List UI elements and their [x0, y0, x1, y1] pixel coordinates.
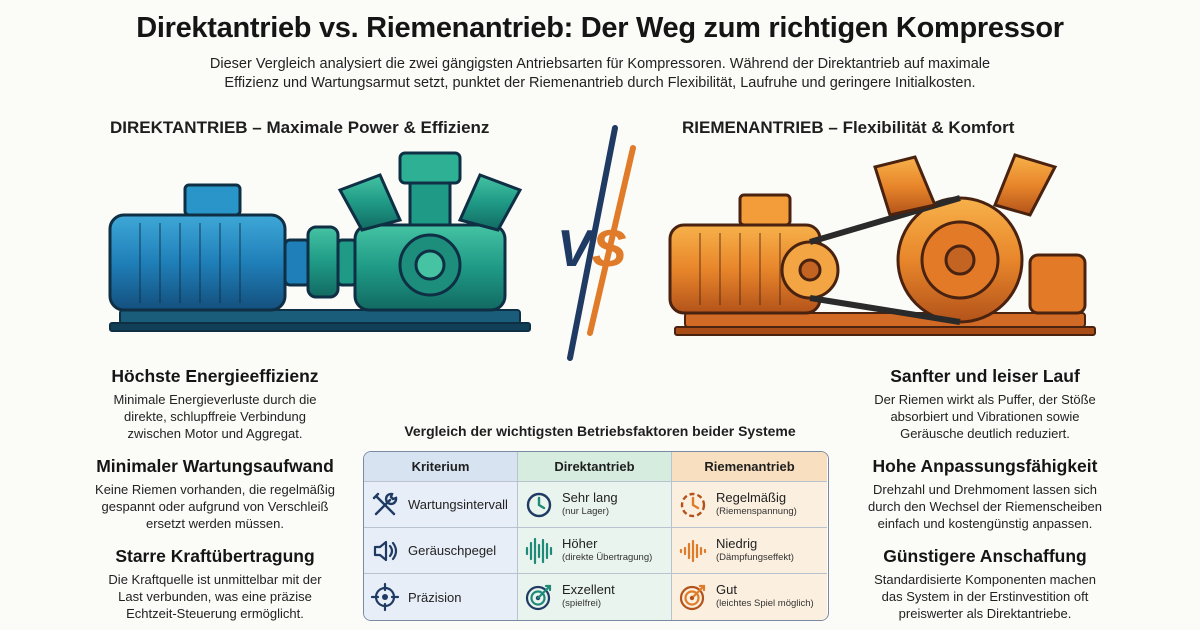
feature-line: direkte, schlupffreie Verbindung	[124, 409, 306, 424]
feature-maintenance: Minimaler Wartungsaufwand Keine Riemen v…	[70, 456, 360, 532]
intro-text: Dieser Vergleich analysiert die zwei gän…	[170, 55, 1030, 93]
value-main: Höher	[562, 535, 598, 551]
value-sub: (spielfrei)	[562, 598, 602, 609]
feature-title: Höchste Energieeffizienz	[111, 366, 319, 386]
versus-divider: VS	[557, 125, 636, 361]
feature-rigid-transmission: Starre Kraftübertragung Die Kraftquelle …	[70, 546, 360, 622]
feature-desc: Die Kraftquelle ist unmittelbar mit der …	[70, 571, 360, 622]
header-belt: Riemenantrieb	[672, 452, 827, 482]
speaker-icon	[373, 540, 398, 561]
header-criterion: Kriterium	[364, 452, 518, 482]
feature-line: zwischen Motor und Aggregat.	[127, 426, 303, 441]
value-sub: (direkte Übertragung)	[562, 551, 653, 563]
criterion-label: Wartungsintervall	[408, 497, 508, 512]
feature-lower-cost: Günstigere Anschaffung Standardisierte K…	[840, 546, 1130, 622]
soundwave-icon	[679, 539, 707, 562]
feature-desc: Minimale Energieverluste durch die direk…	[70, 391, 360, 442]
target-icon	[525, 584, 552, 611]
feature-adaptability: Hohe Anpassungsfähigkeit Drehzahl und Dr…	[840, 456, 1130, 532]
feature-energy-efficiency: Höchste Energieeffizienz Minimale Energi…	[70, 366, 360, 442]
feature-desc: Der Riemen wirkt als Puffer, der Stöße a…	[840, 391, 1130, 442]
vs-label: VS	[557, 220, 627, 278]
belt-noise-value: Niedrig(Dämpfungseffekt)	[672, 528, 827, 574]
value-main: Niedrig	[716, 535, 758, 551]
feature-title: Günstigere Anschaffung	[883, 546, 1087, 566]
feature-line: Standardisierte Komponenten machen	[874, 572, 1096, 587]
comparison-table: Kriterium Direktantrieb Riemenantrieb Wa…	[363, 451, 829, 621]
feature-line: Die Kraftquelle ist unmittelbar mit der	[108, 572, 322, 587]
value-main: Sehr lang	[562, 489, 618, 505]
feature-desc: Keine Riemen vorhanden, die regelmäßig g…	[70, 481, 360, 532]
criterion-label: Präzision	[408, 589, 462, 605]
criterion-maintenance-interval: Wartungsintervall	[364, 482, 518, 528]
direct-maintenance-value: Sehr lang(nur Lager)	[518, 482, 672, 528]
feature-line: Geräusche deutlich reduziert.	[900, 426, 1070, 441]
value-main: Regelmäßig	[716, 489, 787, 505]
feature-title: Starre Kraftübertragung	[115, 546, 315, 566]
feature-line: durch den Wechsel der Riemenscheiben	[868, 499, 1102, 514]
feature-line: Keine Riemen vorhanden, die regelmäßig	[95, 482, 335, 497]
feature-line: ersetzt werden müssen.	[145, 516, 284, 531]
feature-title: Minimaler Wartungsaufwand	[96, 456, 334, 476]
value-sub: (Dämpfungseffekt)	[716, 551, 794, 563]
direct-drive-heading: DIREKTANTRIEB – Maximale Power & Effizie…	[110, 118, 490, 137]
feature-line: Echtzeit-Steuerung ermöglicht.	[126, 606, 304, 621]
belt-drive-compressor-illustration	[668, 153, 1096, 336]
feature-desc: Standardisierte Komponenten machen das S…	[840, 571, 1130, 622]
direct-noise-value: Höher(direkte Übertragung)	[518, 528, 672, 574]
feature-title: Sanfter und leiser Lauf	[890, 366, 1080, 386]
direct-precision-value: Exzellent(spielfrei)	[518, 574, 672, 620]
header-direct: Direktantrieb	[518, 452, 672, 482]
value-main: Gut	[716, 582, 737, 597]
feature-line: gespannt oder aufgrund von Verschleiß	[101, 499, 329, 514]
feature-quiet-operation: Sanfter und leiser Lauf Der Riemen wirkt…	[840, 366, 1130, 442]
feature-line: Last verbunden, was eine präzise	[118, 589, 312, 604]
page-title: Direktantrieb vs. Riemenantrieb: Der Weg…	[136, 12, 1064, 44]
feature-line: absorbiert und Vibrationen sowie	[890, 409, 1080, 424]
criterion-noise-level: Geräuschpegel	[364, 528, 518, 574]
target-icon	[679, 584, 706, 611]
criterion-label: Geräuschpegel	[408, 543, 497, 558]
soundwave-icon	[525, 537, 553, 564]
clock-icon	[526, 492, 552, 517]
direct-drive-compressor-illustration	[108, 151, 531, 332]
belt-drive-heading: RIEMENANTRIEB – Flexibilität & Komfort	[682, 118, 1015, 137]
intro-line-2: Effizienz und Wartungsarmut setzt, punkt…	[224, 75, 976, 91]
clock-icon	[680, 492, 706, 517]
feature-line: Minimale Energieverluste durch die	[113, 392, 317, 407]
belt-precision-value: Gut(leichtes Spiel möglich)	[672, 574, 827, 620]
crosshair-icon	[370, 582, 400, 612]
value-main: Exzellent	[562, 582, 615, 597]
comparison-table-title: Vergleich der wichtigsten Betriebsfaktor…	[404, 423, 796, 439]
feature-title: Hohe Anpassungsfähigkeit	[872, 456, 1098, 476]
feature-line: preiswerter als Direktantriebe.	[898, 606, 1072, 621]
value-sub: (leichtes Spiel möglich)	[716, 598, 814, 609]
intro-line-1: Dieser Vergleich analysiert die zwei gän…	[209, 56, 991, 72]
feature-line: einfach und kostengünstig anpassen.	[877, 516, 1093, 531]
feature-line: das System in der Erstinvestition oft	[881, 589, 1089, 604]
feature-line: Drehzahl und Drehmoment lassen sich	[873, 482, 1097, 497]
feature-desc: Drehzahl und Drehmoment lassen sich durc…	[840, 481, 1130, 532]
tools-icon	[372, 492, 398, 515]
feature-line: Der Riemen wirkt als Puffer, der Stöße	[874, 392, 1096, 407]
value-sub: (Riemenspannung)	[716, 505, 797, 517]
value-sub: (nur Lager)	[562, 505, 609, 517]
belt-maintenance-value: Regelmäßig(Riemenspannung)	[672, 482, 827, 528]
criterion-precision: Präzision	[364, 574, 518, 620]
